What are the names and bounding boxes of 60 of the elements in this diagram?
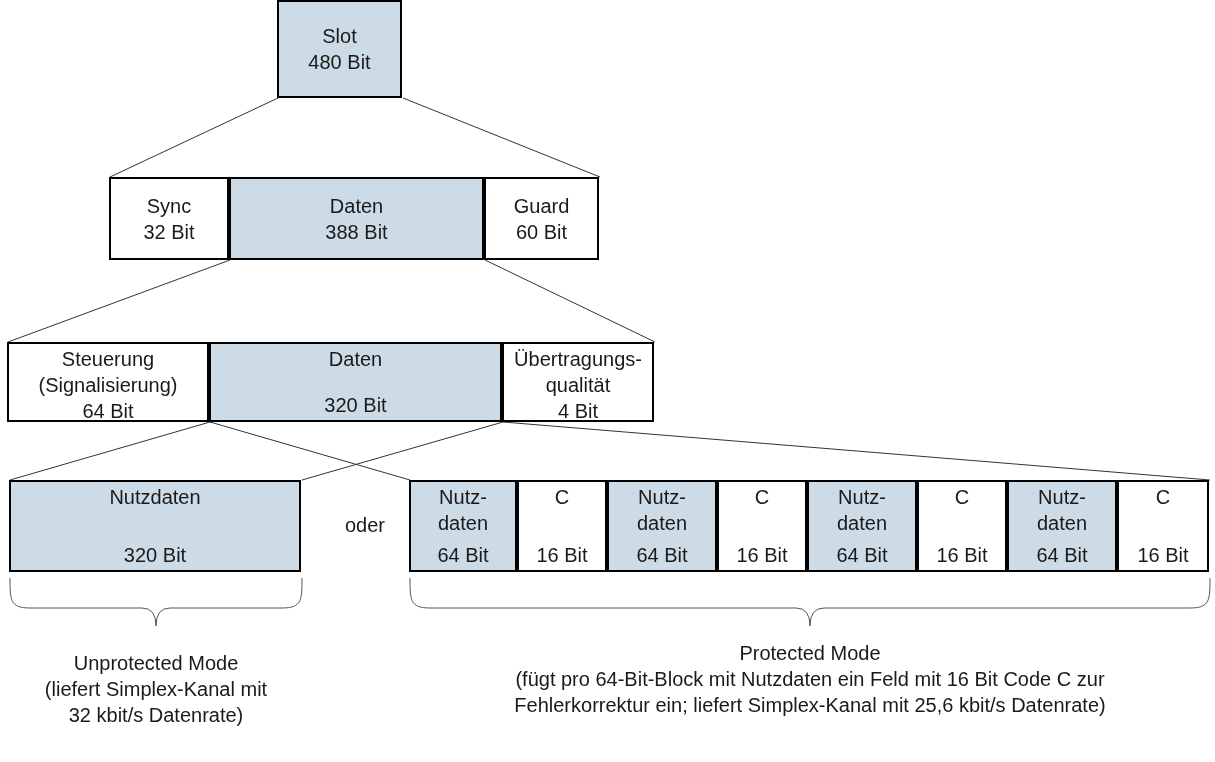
field-label: 16 Bit <box>936 543 988 568</box>
data-field <box>807 480 917 572</box>
field-label: 64 Bit <box>437 543 489 568</box>
field-label: 320 Bit <box>324 393 387 418</box>
field-label: Sync <box>146 193 192 219</box>
mode-description: Unprotected Mode <box>72 651 240 676</box>
field-label: C <box>754 485 770 510</box>
expansion-line <box>402 97 601 178</box>
expansion-line <box>7 259 231 343</box>
field-label: C <box>1155 485 1171 510</box>
field-label: 64 Bit <box>1036 543 1088 568</box>
field-label: 64 Bit <box>836 543 888 568</box>
field-label: 32 Bit <box>143 219 195 245</box>
field-label: Übertragungs- qualität <box>513 347 643 398</box>
field-label: 16 Bit <box>536 543 588 568</box>
expansion-line <box>301 421 504 481</box>
data-field <box>409 480 517 572</box>
data-field <box>607 480 717 572</box>
data-field <box>1007 480 1117 572</box>
field-label: 64 Bit <box>82 399 134 424</box>
field-label: 60 Bit <box>515 219 568 245</box>
field-label: Slot <box>322 24 357 49</box>
separator-text: oder <box>344 513 386 538</box>
field-label: Nutz- daten <box>1035 485 1089 536</box>
mode-description: (liefert Simplex-Kanal mit 32 kbit/s Datenrate) <box>43 677 269 728</box>
field-segment <box>917 480 1007 572</box>
expansion-line <box>9 421 211 481</box>
field-label: 16 Bit <box>1137 543 1189 568</box>
data-field <box>209 342 502 422</box>
field-segment <box>7 342 209 422</box>
field-segment <box>502 342 654 422</box>
mode-description: (fügt pro 64-Bit-Block mit Nutzdaten ein Feld mit 16 Bit Code C zur Fehlerkorrektur ein; liefert Simplex-Kanal mit 25,6 kbit/s Datenrate) <box>513 667 1107 718</box>
field-label: Nutz- daten <box>635 485 689 536</box>
field-segment <box>517 480 607 572</box>
field-label: Nutz- daten <box>436 485 490 536</box>
field-label: C <box>554 485 570 510</box>
mode-description: Protected Mode <box>738 641 882 666</box>
field-label: 388 Bit <box>325 219 388 245</box>
expansion-line <box>109 97 279 178</box>
field-label: Steuerung (Signalisierung) <box>37 347 179 398</box>
data-field <box>277 0 402 98</box>
field-label: C <box>954 485 970 510</box>
field-segment <box>717 480 807 572</box>
field-label: 320 Bit <box>123 543 187 568</box>
data-field <box>9 480 301 572</box>
field-label: Daten <box>328 347 383 372</box>
field-label: 64 Bit <box>636 543 688 568</box>
field-label: Guard <box>513 193 570 219</box>
field-label: 480 Bit <box>308 50 371 75</box>
field-label: Daten <box>329 193 384 219</box>
field-label: Nutzdaten <box>109 485 201 510</box>
field-segment <box>484 177 599 260</box>
field-label: 4 Bit <box>558 399 598 424</box>
expansion-line <box>209 421 411 481</box>
field-label: 16 Bit <box>736 543 788 568</box>
field-label: Nutz- daten <box>835 485 889 536</box>
field-segment <box>1117 480 1209 572</box>
data-field <box>229 177 484 260</box>
expansion-line <box>484 259 656 343</box>
field-segment <box>109 177 229 260</box>
